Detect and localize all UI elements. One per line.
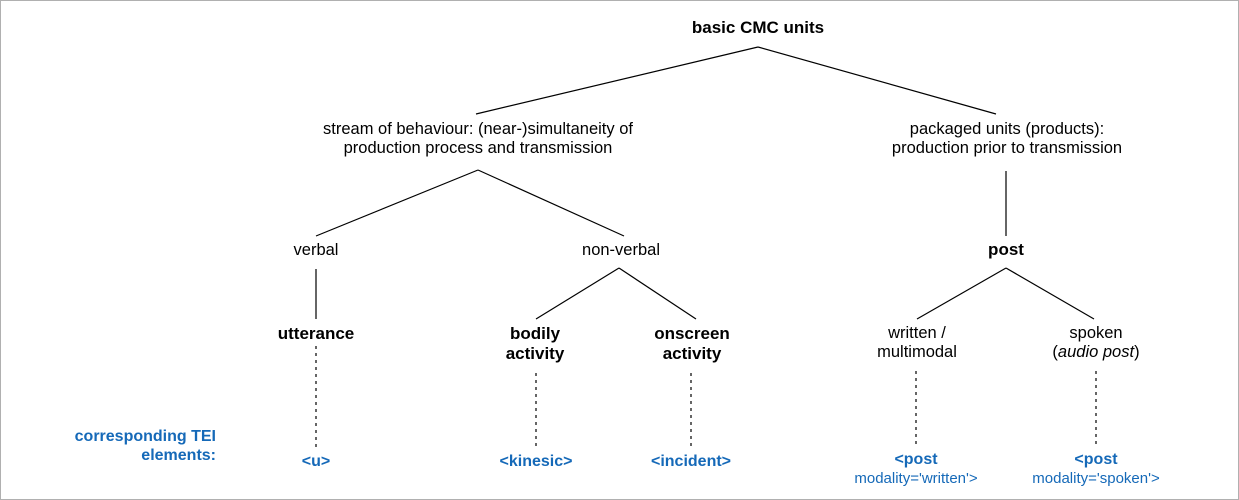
node-written-line2: multimodal [877,343,957,362]
node-bodily-line2: activity [505,343,565,363]
node-packaged-line1: packaged units (products): [909,120,1105,138]
node-verbal-label: verbal [293,241,339,259]
node-stream-line2: production process and transmission [343,139,613,158]
tei-legend-line2: elements: [141,446,216,464]
tei-element-post-written: <post modality='written'> [854,451,977,488]
edge-nonverbal-to-onscreen [618,267,697,320]
edge-post-to-spoken [1005,267,1095,320]
node-packaged-line2: production prior to transmission [891,139,1123,158]
tei-u-label: <u> [301,453,331,470]
edge-root-to-packaged [757,46,997,115]
node-bodily-activity: bodily activity [506,324,565,363]
edge-stream-to-nonverbal [477,169,625,237]
node-root: basic CMC units [692,18,824,38]
tei-post-written-tag: <post [894,451,938,468]
tei-element-post-spoken: <post modality='spoken'> [1032,451,1159,488]
node-verbal: verbal [294,241,339,260]
node-spoken-paren-open: ( [1052,343,1058,362]
tei-post-spoken-attr: modality='spoken'> [1032,469,1160,487]
tei-element-u: <u> [302,453,330,472]
node-bodily-line1: bodily [509,324,561,343]
node-spoken-audio-post: spoken (audio post) [1052,324,1139,362]
tei-post-spoken-tag: <post [1074,451,1118,468]
edge-stream-to-verbal [315,169,479,237]
node-onscreen-line1: onscreen [654,324,730,343]
tei-legend-line1: corresponding TEI [74,428,216,445]
node-post: post [988,240,1024,260]
edge-root-to-stream [475,46,759,115]
node-post-label: post [988,240,1024,259]
node-spoken-italic: audio post [1057,343,1135,362]
node-onscreen-line2: activity [662,343,722,363]
node-spoken-line2: (audio post) [1052,343,1139,362]
tei-element-kinesic: <kinesic> [500,453,573,472]
node-spoken-paren-close: ) [1134,343,1140,362]
node-written-line1: written / [888,324,946,342]
node-packaged-units: packaged units (products): production pr… [892,120,1122,158]
node-onscreen-activity: onscreen activity [654,324,730,363]
node-written-multimodal: written / multimodal [877,324,957,362]
node-non-verbal: non-verbal [582,241,660,260]
tei-incident-label: <incident> [650,453,732,470]
tei-kinesic-label: <kinesic> [499,453,573,470]
node-root-label: basic CMC units [691,18,825,37]
node-utterance: utterance [278,324,355,344]
node-spoken-line1: spoken [1069,324,1123,342]
edge-post-to-written [916,267,1007,320]
tei-post-written-attr: modality='written'> [854,469,978,487]
tei-legend: corresponding TEI elements: [21,428,216,466]
node-stream-line1: stream of behaviour: (near-)simultaneity… [323,120,633,138]
edge-nonverbal-to-bodily [535,267,620,320]
node-non-verbal-label: non-verbal [582,241,660,259]
tei-element-incident: <incident> [651,453,731,472]
node-stream-of-behaviour: stream of behaviour: (near-)simultaneity… [323,120,633,158]
node-utterance-label: utterance [277,324,355,343]
